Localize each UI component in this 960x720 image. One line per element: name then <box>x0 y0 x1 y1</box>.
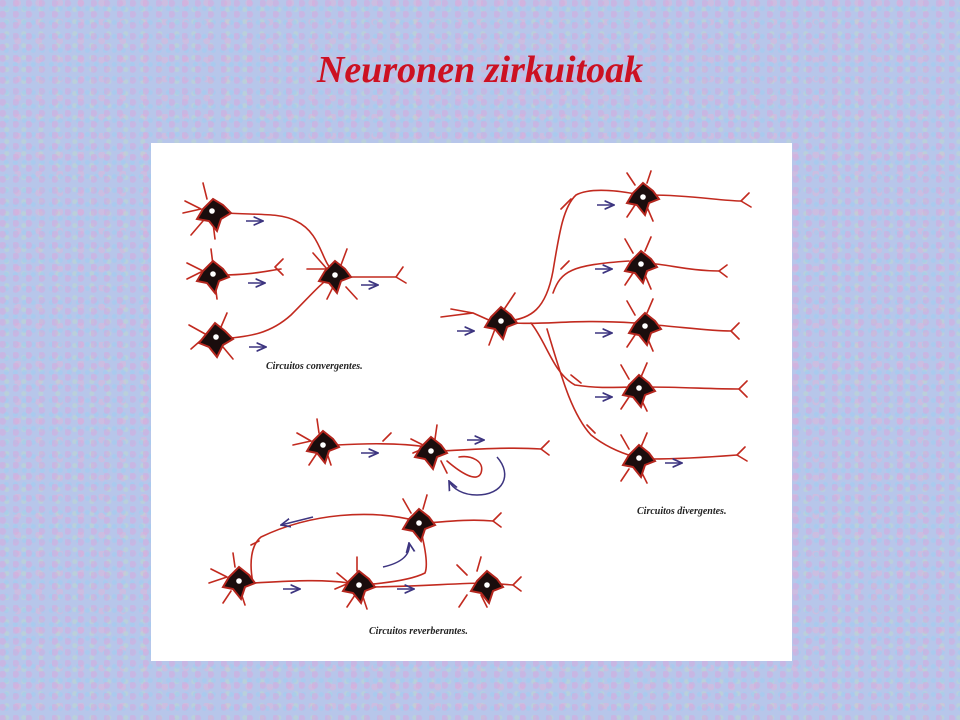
reverberant-caption: Circuitos reverberantes. <box>369 626 468 637</box>
divergent-circuit: Circuitos divergentes. <box>440 170 752 517</box>
convergent-circuit: Circuitos convergentes. <box>182 182 407 372</box>
reverberant-circuit-top <box>292 418 550 496</box>
slide-title: Neuronen zirkuitoak <box>316 49 644 91</box>
convergent-caption: Circuitos convergentes. <box>266 361 363 372</box>
reverberant-circuit-bottom: Circuitos reverberantes. <box>208 494 522 637</box>
divergent-caption: Circuitos divergentes. <box>637 506 726 517</box>
neuron-circuits-figure: Circuitos convergentes. <box>151 143 792 661</box>
